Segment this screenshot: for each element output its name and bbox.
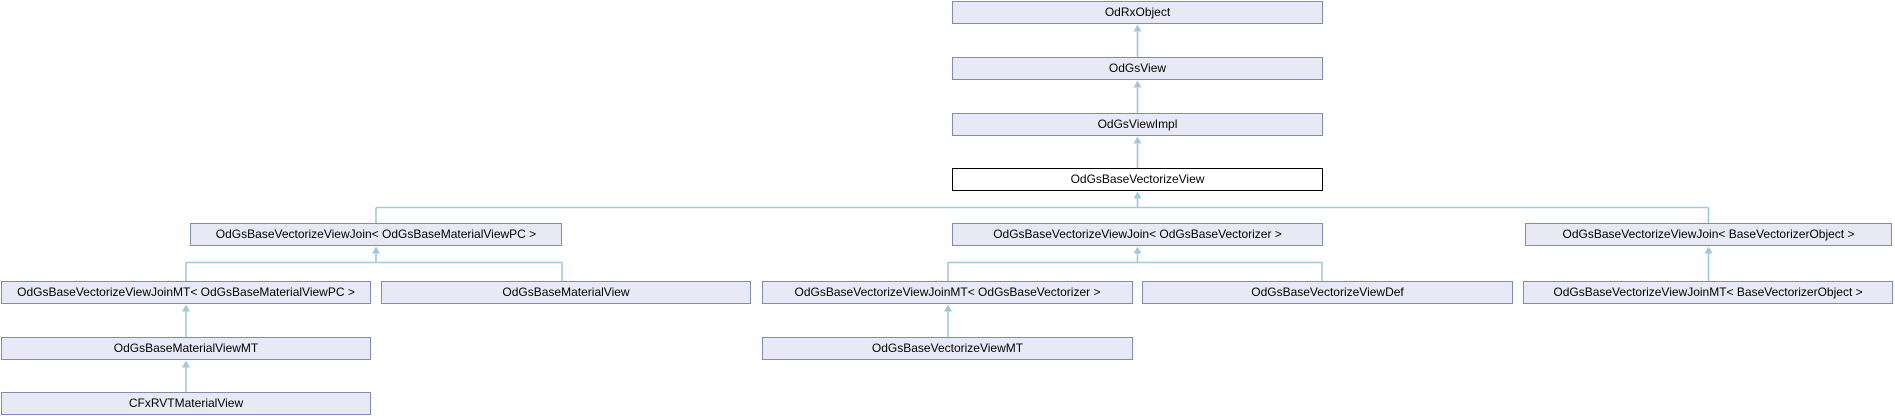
class-node-odgsview[interactable]: OdGsView [952,57,1323,80]
class-node-odgsbasematerialviewmt[interactable]: OdGsBaseMaterialViewMT [1,337,371,360]
edge-joinmt-bvo-join-bvo [1704,246,1713,281]
edge-odgsviewimpl-odgsview [1133,80,1142,113]
edge-children-join-materialviewpc [185,246,563,281]
class-node-odgsbasevectorizeviewdef[interactable]: OdGsBaseVectorizeViewDef [1142,281,1513,304]
class-node-odgsbasematerialview[interactable]: OdGsBaseMaterialView [381,281,751,304]
class-node-odgsbasevectorizeviewjoin-vectorizer[interactable]: OdGsBaseVectorizeViewJoin< OdGsBaseVecto… [952,223,1323,246]
class-node-odgsbasevectorizeviewjoinmt-materialviewpc[interactable]: OdGsBaseVectorizeViewJoinMT< OdGsBaseMat… [1,281,371,304]
class-node-odgsbasevectorizeviewjoin-materialviewpc[interactable]: OdGsBaseVectorizeViewJoin< OdGsBaseMater… [190,223,562,246]
edge-materialviewmt-joinmt-pc [182,304,190,337]
class-node-odgsviewimpl[interactable]: OdGsViewImpl [952,113,1323,136]
edge-odgsbasevectorizeview-odgsviewimpl [1133,136,1142,168]
edge-children-join-vectorizer [947,246,1323,281]
class-node-cfxrvtmaterialview[interactable]: CFxRVTMaterialView [1,392,371,415]
edge-odgsview-odrxobject [1133,24,1142,57]
class-node-odrxobject[interactable]: OdRxObject [952,1,1323,24]
edge-vectorizeviewmt-joinmt-vectorizer [944,304,952,337]
class-node-odgsbasevectorizeview-current: OdGsBaseVectorizeView [952,168,1323,191]
class-node-odgsbasevectorizeviewjoinmt-vectorizer[interactable]: OdGsBaseVectorizeViewJoinMT< OdGsBaseVec… [762,281,1133,304]
edge-join-children-odgsbasevectorizeview [375,191,1710,223]
class-node-odgsbasevectorizeviewjoin-basevectorizerobject[interactable]: OdGsBaseVectorizeViewJoin< BaseVectorize… [1525,223,1892,246]
edge-cfxrvtmaterialview-materialviewmt [182,360,190,392]
class-node-odgsbasevectorizeviewjoinmt-basevectorizerobject[interactable]: OdGsBaseVectorizeViewJoinMT< BaseVectori… [1523,281,1893,304]
class-node-odgsbasevectorizeviewmt[interactable]: OdGsBaseVectorizeViewMT [762,337,1133,360]
